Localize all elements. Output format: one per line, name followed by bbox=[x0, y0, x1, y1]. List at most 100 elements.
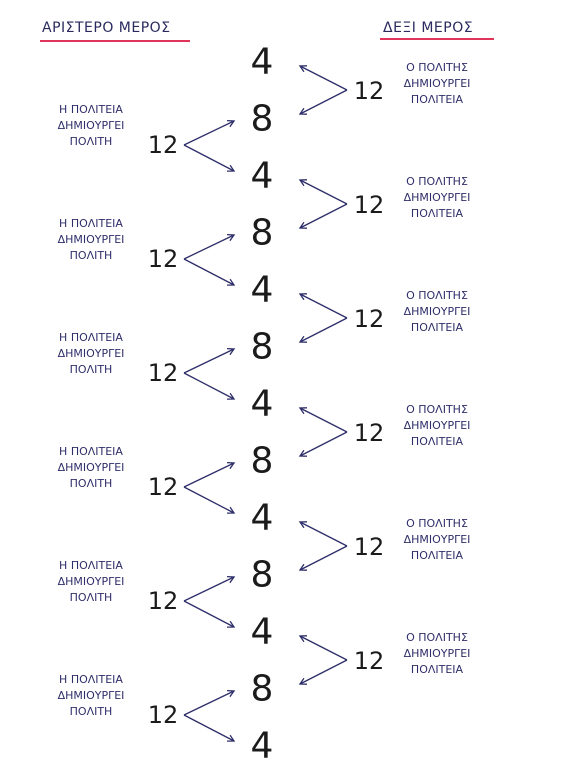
right-arrow-down bbox=[299, 545, 348, 571]
left-arrow-up bbox=[183, 576, 235, 602]
left-block-number: 12 bbox=[147, 359, 179, 387]
left-block-line: Η ΠΟΛΙΤΕΙΑ bbox=[59, 217, 123, 230]
left-arrow-down bbox=[183, 486, 235, 514]
right-arrow-down bbox=[299, 659, 348, 685]
right-block-number: 12 bbox=[353, 77, 385, 105]
right-arrow-down bbox=[299, 203, 348, 229]
center-digit-label: 4 bbox=[250, 155, 274, 197]
left-arrow-down-head bbox=[226, 278, 236, 286]
right-arrow-down-head bbox=[298, 107, 308, 115]
right-block-line: Ο ΠΟΛΙΤΗΣ bbox=[406, 289, 468, 302]
left-header: ΑΡΙΣΤΕΡΟ ΜΕΡΟΣ bbox=[42, 20, 171, 36]
left-arrow-down bbox=[183, 258, 235, 286]
center-digit-label: 8 bbox=[250, 326, 274, 368]
left-block-line: Η ΠΟΛΙΤΕΙΑ bbox=[59, 445, 123, 458]
left-arrow-up-head bbox=[226, 347, 236, 356]
right-arrow-up bbox=[299, 521, 348, 547]
left-arrow-down-head bbox=[226, 506, 236, 514]
right-arrow-down-head bbox=[298, 335, 308, 343]
right-block-line: Ο ΠΟΛΙΤΗΣ bbox=[406, 517, 468, 530]
left-arrow-down bbox=[183, 372, 235, 400]
left-arrow-up bbox=[183, 234, 235, 260]
left-block-line: ΠΟΛΙΤΗ bbox=[69, 249, 113, 262]
right-block-line: ΔΗΜΙΟΥΡΓΕΙ bbox=[403, 647, 471, 660]
right-arrow-down bbox=[299, 89, 348, 115]
right-arrow-down bbox=[299, 431, 348, 457]
left-block-number: 12 bbox=[147, 701, 179, 729]
right-block-number: 12 bbox=[353, 305, 385, 333]
right-block-number: 12 bbox=[353, 647, 385, 675]
left-arrow-up-head bbox=[226, 689, 236, 698]
right-block-line: Ο ΠΟΛΙΤΗΣ bbox=[406, 631, 468, 644]
right-arrow-up-head bbox=[298, 179, 308, 187]
right-block-text: Ο ΠΟΛΙΤΗΣ ΔΗΜΙΟΥΡΓΕΙ ΠΟΛΙΤΕΙΑ bbox=[377, 174, 497, 222]
center-digit-label: 8 bbox=[250, 98, 274, 140]
center-digit-label: 8 bbox=[250, 668, 274, 710]
right-arrow-up-head bbox=[298, 293, 308, 301]
left-block-line: ΔΗΜΙΟΥΡΓΕΙ bbox=[57, 233, 125, 246]
left-block-number: 12 bbox=[147, 473, 179, 501]
right-header: ΔΕΞΙ ΜΕΡΟΣ bbox=[383, 20, 474, 36]
right-block-line: ΠΟΛΙΤΕΙΑ bbox=[410, 321, 464, 334]
right-arrow-up-head bbox=[298, 407, 308, 415]
left-block-line: ΔΗΜΙΟΥΡΓΕΙ bbox=[57, 347, 125, 360]
right-arrow-down-head bbox=[298, 563, 308, 571]
left-block-line: Η ΠΟΛΙΤΕΙΑ bbox=[59, 559, 123, 572]
left-block-number: 12 bbox=[147, 131, 179, 159]
right-block-line: ΠΟΛΙΤΕΙΑ bbox=[410, 663, 464, 676]
right-block-text: Ο ΠΟΛΙΤΗΣ ΔΗΜΙΟΥΡΓΕΙ ΠΟΛΙΤΕΙΑ bbox=[377, 630, 497, 678]
right-block-line: Ο ΠΟΛΙΤΗΣ bbox=[406, 61, 468, 74]
right-block-line: ΔΗΜΙΟΥΡΓΕΙ bbox=[403, 77, 471, 90]
right-arrow-up bbox=[299, 65, 348, 91]
right-block-number: 12 bbox=[353, 191, 385, 219]
left-arrow-up bbox=[183, 120, 235, 146]
left-block-number: 12 bbox=[147, 587, 179, 615]
left-block-line: ΔΗΜΙΟΥΡΓΕΙ bbox=[57, 461, 125, 474]
left-block-line: Η ΠΟΛΙΤΕΙΑ bbox=[59, 331, 123, 344]
left-arrow-up-head bbox=[226, 119, 236, 128]
right-block-line: ΔΗΜΙΟΥΡΓΕΙ bbox=[403, 533, 471, 546]
left-block-line: ΠΟΛΙΤΗ bbox=[69, 705, 113, 718]
center-digit-label: 8 bbox=[250, 212, 274, 254]
left-block-text: Η ΠΟΛΙΤΕΙΑ ΔΗΜΙΟΥΡΓΕΙ ΠΟΛΙΤΗ bbox=[31, 672, 151, 720]
left-arrow-down-head bbox=[226, 734, 236, 742]
right-block-line: Ο ΠΟΛΙΤΗΣ bbox=[406, 175, 468, 188]
right-arrow-up-head bbox=[298, 635, 308, 643]
left-block-text: Η ΠΟΛΙΤΕΙΑ ΔΗΜΙΟΥΡΓΕΙ ΠΟΛΙΤΗ bbox=[31, 558, 151, 606]
center-digit-label: 8 bbox=[250, 440, 274, 482]
right-block-number: 12 bbox=[353, 419, 385, 447]
left-arrow-down bbox=[183, 714, 235, 742]
right-arrow-up bbox=[299, 179, 348, 205]
right-block-line: ΔΗΜΙΟΥΡΓΕΙ bbox=[403, 305, 471, 318]
center-digit-label: 4 bbox=[250, 611, 274, 653]
left-header-underline bbox=[40, 40, 190, 42]
left-block-line: ΔΗΜΙΟΥΡΓΕΙ bbox=[57, 689, 125, 702]
left-arrow-up bbox=[183, 348, 235, 374]
right-arrow-up bbox=[299, 407, 348, 433]
left-block-line: ΠΟΛΙΤΗ bbox=[69, 591, 113, 604]
right-arrow-up-head bbox=[298, 65, 308, 73]
left-block-line: ΔΗΜΙΟΥΡΓΕΙ bbox=[57, 575, 125, 588]
left-block-line: Η ΠΟΛΙΤΕΙΑ bbox=[59, 673, 123, 686]
right-arrow-down-head bbox=[298, 221, 308, 229]
right-block-number: 12 bbox=[353, 533, 385, 561]
right-block-line: Ο ΠΟΛΙΤΗΣ bbox=[406, 403, 468, 416]
right-block-line: ΠΟΛΙΤΕΙΑ bbox=[410, 207, 464, 220]
right-header-underline bbox=[380, 38, 494, 40]
right-block-line: ΔΗΜΙΟΥΡΓΕΙ bbox=[403, 191, 471, 204]
center-digit-label: 4 bbox=[250, 725, 274, 767]
right-block-text: Ο ΠΟΛΙΤΗΣ ΔΗΜΙΟΥΡΓΕΙ ΠΟΛΙΤΕΙΑ bbox=[377, 288, 497, 336]
right-block-line: ΔΗΜΙΟΥΡΓΕΙ bbox=[403, 419, 471, 432]
left-arrow-up-head bbox=[226, 461, 236, 470]
left-arrow-down bbox=[183, 144, 235, 172]
right-arrow-up bbox=[299, 293, 348, 319]
right-arrow-down-head bbox=[298, 677, 308, 685]
left-arrow-down bbox=[183, 600, 235, 628]
